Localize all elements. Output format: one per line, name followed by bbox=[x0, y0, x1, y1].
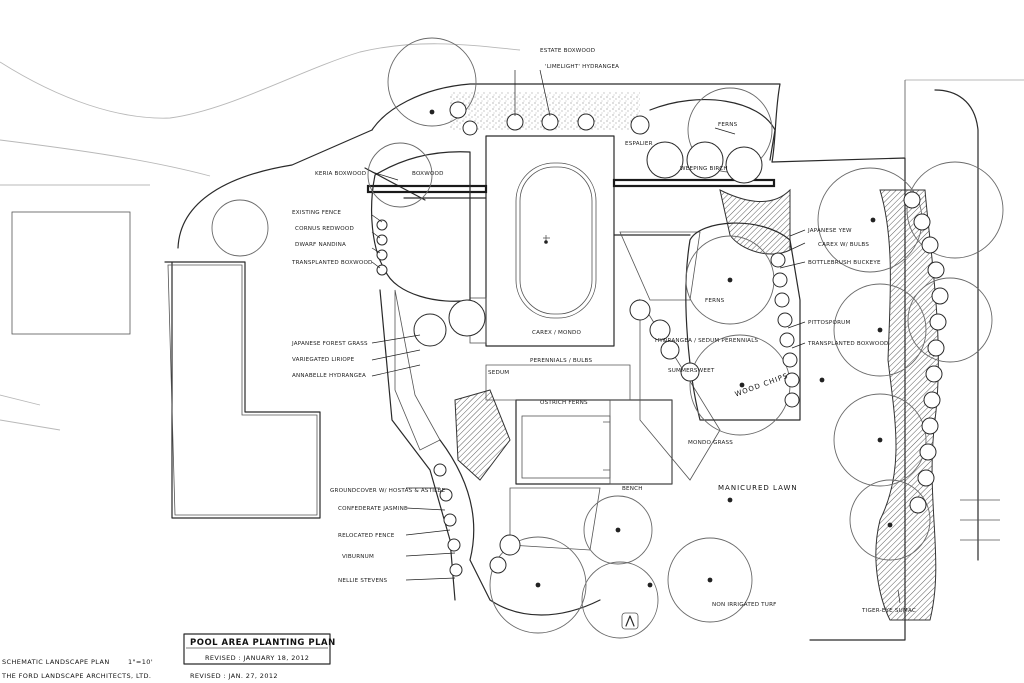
label-japanese-yew: JAPANESE YEW bbox=[807, 228, 852, 234]
hatched-beds bbox=[454, 188, 939, 621]
revised-date-2: REVISED : JAN. 27, 2012 bbox=[190, 672, 278, 680]
plan-title: POOL AREA PLANTING PLAN bbox=[190, 638, 336, 648]
label-carex-mondo: CAREX / MONDO bbox=[532, 330, 582, 336]
neighbor-lines bbox=[0, 43, 1024, 431]
label-sedum: SEDUM bbox=[488, 370, 509, 376]
label-cornus-redwood: CORNUS REDWOOD bbox=[295, 226, 354, 232]
label-transplanted-boxwood-left: TRANSPLANTED BOXWOOD bbox=[291, 260, 373, 266]
title-block: POOL AREA PLANTING PLAN REVISED : JANUAR… bbox=[1, 633, 336, 680]
revised-date-1: REVISED : JANUARY 18, 2012 bbox=[205, 654, 309, 662]
label-non-irrigated-turf: NON IRRIGATED TURF bbox=[712, 602, 777, 608]
label-ostrich-ferns: OSTRICH FERNS bbox=[540, 400, 588, 406]
label-weeping-birch: WEEPING BIRCH bbox=[680, 166, 728, 172]
leader-lines bbox=[371, 69, 901, 604]
pool bbox=[485, 135, 615, 347]
label-japanese-forest-grass: JAPANESE FOREST GRASS bbox=[291, 341, 368, 347]
label-existing-fence: EXISTING FENCE bbox=[292, 210, 341, 216]
plan-scale: 1"=10' bbox=[128, 658, 153, 666]
label-boxwood: BOXWOOD bbox=[412, 171, 444, 177]
tree-trunks bbox=[429, 109, 893, 588]
label-variegated-liriope: VARIEGATED LIRIOPE bbox=[292, 357, 355, 363]
label-ferns-mid: FERNS bbox=[705, 298, 725, 304]
label-tiger-eye-sumac: TIGER-EYE SUMAC bbox=[861, 608, 916, 614]
label-carex-bulbs: CAREX W/ BULBS bbox=[818, 242, 869, 248]
label-bottlebrush-buckeye: BOTTLEBRUSH BUCKEYE bbox=[808, 260, 881, 266]
paving bbox=[394, 231, 721, 551]
label-ferns-top: FERNS bbox=[718, 122, 738, 128]
label-annabelle-hydrangea: ANNABELLE HYDRANGEA bbox=[292, 373, 366, 379]
label-perennials-bulbs: PERENNIALS / BULBS bbox=[530, 358, 592, 364]
label-dwarf-nandina: DWARF NANDINA bbox=[295, 242, 346, 248]
plant-labels: ESTATE BOXWOOD 'LIMELIGHT' HYDRANGEA FER… bbox=[291, 48, 916, 614]
sheet-name: SCHEMATIC LANDSCAPE PLAN bbox=[2, 658, 110, 666]
label-summersweet: SUMMERSWEET bbox=[668, 368, 715, 374]
label-viburnum: VIBURNUM bbox=[342, 554, 374, 560]
label-pittosporum: PITTOSPORUM bbox=[808, 320, 851, 326]
house-footprint bbox=[11, 129, 373, 519]
label-relocated-fence: RELOCATED FENCE bbox=[338, 533, 395, 539]
label-hydrangea-mix: HYDRANGEA / SEDUM PERENNIALS bbox=[655, 338, 759, 344]
pavilion bbox=[515, 399, 673, 485]
label-estate-boxwood: ESTATE BOXWOOD bbox=[540, 48, 595, 54]
north-arrow bbox=[621, 612, 639, 630]
label-nellie-stevens: NELLIE STEVENS bbox=[338, 578, 388, 584]
label-confederate-jasmine: CONFEDERATE JASMINE bbox=[338, 506, 408, 512]
label-bench: BENCH bbox=[622, 486, 643, 492]
label-groundcover-mix: GROUNDCOVER W/ HOSTAS & ASTILBE bbox=[330, 488, 445, 494]
label-mondo-grass: MONDO GRASS bbox=[688, 440, 733, 446]
label-limelight-hydrangea: 'LIMELIGHT' HYDRANGEA bbox=[545, 64, 619, 70]
trees bbox=[211, 37, 1004, 639]
label-transplanted-boxwood-right: TRANSPLANTED BOXWOOD bbox=[807, 341, 889, 347]
right-border bbox=[771, 80, 1000, 641]
firm-name: THE FORD LANDSCAPE ARCHITECTS, LTD. bbox=[1, 672, 151, 680]
label-keria-boxwood: KERIA BOXWOOD bbox=[315, 171, 366, 177]
label-manicured-lawn: MANICURED LAWN bbox=[718, 484, 798, 492]
label-espalier: ESPALIER bbox=[625, 141, 653, 147]
